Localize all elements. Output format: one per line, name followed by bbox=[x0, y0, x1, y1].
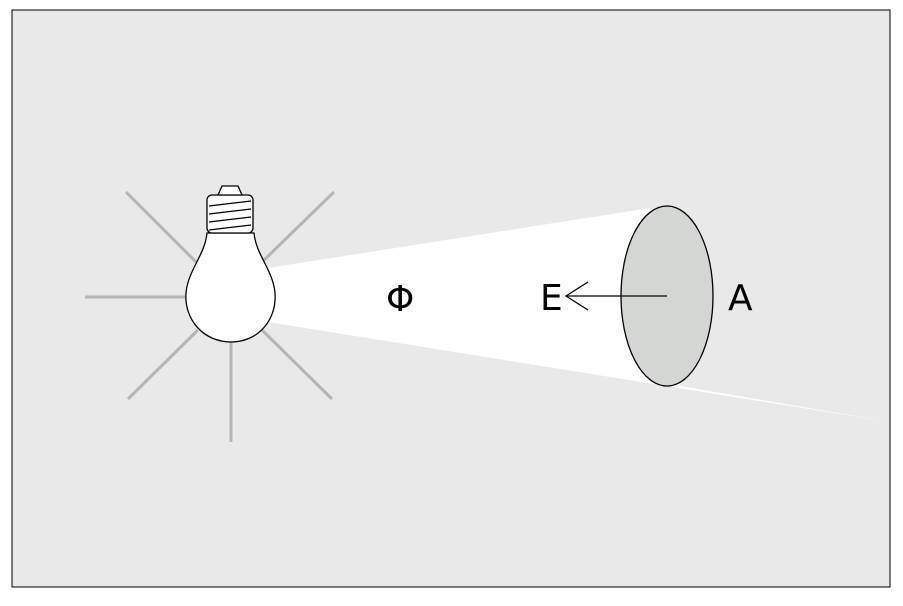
ray-lower-left bbox=[126, 328, 200, 401]
flux-label: Φ bbox=[386, 279, 414, 320]
illuminance-arrow bbox=[564, 281, 667, 311]
thread-line bbox=[208, 208, 252, 215]
bulb-glass bbox=[185, 232, 276, 343]
bulb-threads bbox=[208, 200, 252, 231]
ray-upper-left bbox=[124, 190, 198, 264]
ray-upper-right bbox=[260, 190, 336, 264]
area-label: A bbox=[728, 278, 753, 319]
bulb-contact-tip bbox=[216, 185, 244, 196]
thread-line bbox=[208, 200, 252, 207]
thread-line bbox=[208, 216, 252, 223]
illuminance-arrow-head bbox=[564, 281, 589, 311]
light-beam bbox=[268, 208, 890, 422]
illuminance-label: E bbox=[540, 278, 563, 319]
thread-line bbox=[208, 224, 252, 231]
light-bulb-icon bbox=[185, 185, 276, 343]
ray-lower-right bbox=[260, 328, 334, 401]
